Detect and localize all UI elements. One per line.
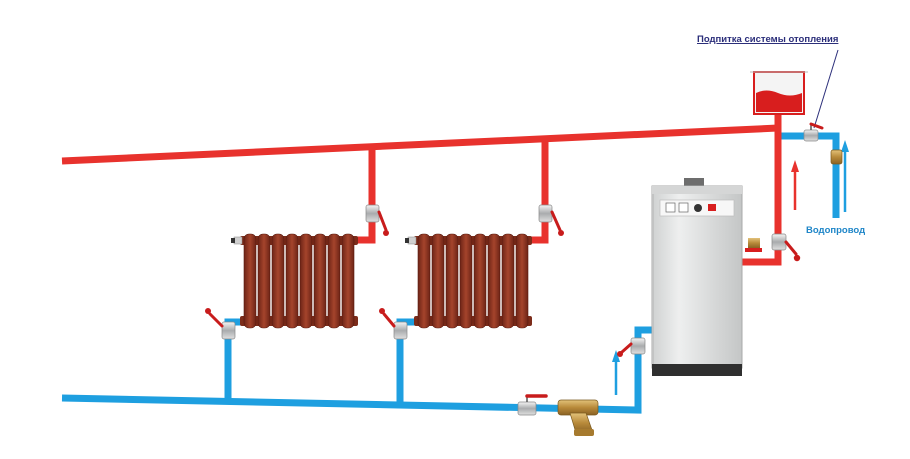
arrow-up-blue-icon (612, 350, 620, 395)
make-up-pipe (778, 132, 840, 218)
radiator-2-sections (417, 233, 529, 329)
boiler-gauge-icon (665, 202, 676, 213)
air-vent-icon (405, 236, 417, 245)
supply-riser-radiator-1 (357, 148, 376, 244)
boiler-gauge-icon (678, 202, 689, 213)
return-main-pipe (61, 326, 655, 414)
make-up-valve[interactable] (803, 122, 824, 142)
safety-valve[interactable] (745, 238, 762, 252)
boiler-knob-icon (694, 204, 702, 212)
boiler (651, 178, 743, 376)
flow-arrows (612, 140, 849, 395)
return-ball-valve[interactable] (517, 394, 548, 416)
supply-riser-radiator-2 (530, 140, 549, 244)
water-supply-valve[interactable] (830, 149, 843, 165)
y-strainer-icon[interactable] (557, 399, 599, 436)
boiler-indicator-icon (708, 204, 716, 211)
arrow-up-red-icon (791, 160, 799, 210)
radiator-1-supply-valve[interactable] (365, 204, 389, 236)
air-vent-icon (231, 236, 243, 245)
supply-main-pipe (61, 124, 779, 165)
boiler-flue (684, 178, 704, 188)
make-up-label: Подпитка системы отопления (697, 34, 839, 45)
radiator-1-sections (243, 233, 355, 329)
radiator-2-supply-valve[interactable] (538, 204, 564, 236)
expansion-tank (750, 71, 808, 115)
boiler-return-valve[interactable] (617, 337, 646, 357)
arrow-up-blue-icon (841, 140, 849, 212)
radiator-1 (231, 233, 358, 329)
radiator-2 (405, 233, 532, 329)
radiator-2-return-valve[interactable] (379, 308, 408, 340)
radiator-1-return-valve[interactable] (205, 308, 236, 340)
supply-pipes (61, 112, 782, 266)
make-up-leader-line (813, 49, 839, 129)
water-supply-label: Водопровод (806, 225, 866, 236)
boiler-supply-valve[interactable] (771, 233, 801, 262)
boiler-supply-riser (742, 112, 782, 266)
